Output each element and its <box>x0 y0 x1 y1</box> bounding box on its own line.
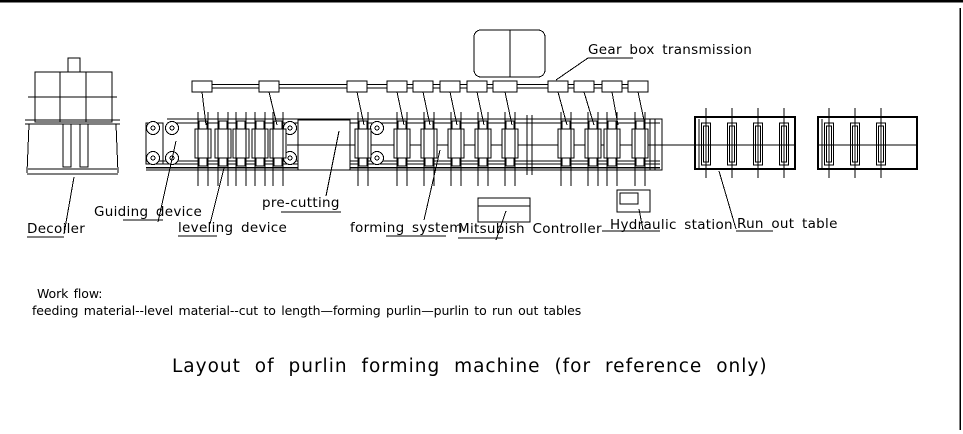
machine-bed-drawing <box>145 112 917 186</box>
label-run-out-table: Run out table <box>737 216 838 232</box>
transmission-shaft-drawing <box>191 80 649 126</box>
label-hydraulic-station: Hydraulic station <box>610 217 733 233</box>
label-guiding-device: Guiding device <box>94 204 203 220</box>
leader-lines-and-underlines <box>27 57 773 241</box>
label-forming-system: forming system <box>350 220 463 236</box>
drawing-title: Layout of purlin forming machine (for re… <box>172 356 768 377</box>
workflow-heading: Work flow: <box>37 286 103 301</box>
label-gear-box-transmission: Gear box transmission <box>588 42 753 58</box>
controller-box-drawing <box>477 197 531 223</box>
decoiler-drawing <box>25 57 120 175</box>
label-pre-cutting: pre-cutting <box>262 195 340 211</box>
run-out-tables-drawing <box>694 108 918 178</box>
gear-box-motor-drawing <box>473 29 546 78</box>
workflow-sequence: feeding material--level material--cut to… <box>32 303 582 318</box>
label-leveling-device: leveling device <box>178 220 288 236</box>
label-mitsubish-controller: Mitsubish Controller <box>458 221 602 237</box>
label-decoiler: Decoiler <box>27 221 86 237</box>
hydraulic-station-drawing <box>616 189 651 213</box>
